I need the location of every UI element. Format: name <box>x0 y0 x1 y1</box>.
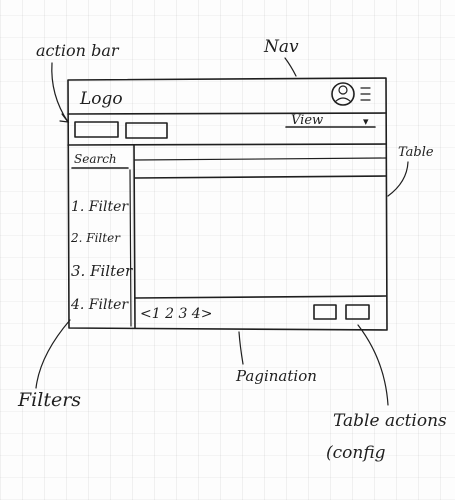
annotation-pagination: Pagination <box>235 367 317 385</box>
table-top-line <box>134 157 387 161</box>
sidebar-divider-double <box>129 169 132 327</box>
filter-item-1[interactable]: 1. Filter <box>71 199 129 215</box>
table-action-button-2[interactable] <box>345 304 370 320</box>
pagination-control[interactable]: <1 2 3 4> <box>140 306 212 322</box>
annotation-table-actions-arrow <box>357 324 389 406</box>
filter-item-3[interactable]: 3. Filter <box>71 262 133 280</box>
filter-item-2[interactable]: 2. Filter <box>70 231 121 245</box>
view-dropdown-label[interactable]: View <box>291 113 323 128</box>
user-avatar-icon[interactable] <box>331 82 355 106</box>
search-field[interactable]: Search <box>74 152 117 166</box>
table-header-divider <box>134 175 387 179</box>
nav-bar-divider <box>67 112 387 115</box>
action-button-1[interactable] <box>74 121 119 138</box>
action-button-2[interactable] <box>125 122 168 139</box>
annotation-action-bar-arrow <box>51 62 69 123</box>
annotation-table-arrow <box>387 161 409 197</box>
annotation-table: Table <box>398 145 434 160</box>
filter-item-4[interactable]: 4. Filter <box>70 297 129 313</box>
table-action-button-1[interactable] <box>313 304 337 320</box>
annotation-filters-arrow <box>35 319 71 389</box>
outer-frame <box>67 77 388 331</box>
view-dropdown-chevron[interactable]: ▾ <box>363 115 369 128</box>
action-bar-divider <box>67 143 387 146</box>
annotation-nav-arrow <box>284 57 297 77</box>
table-footer-divider <box>134 295 387 299</box>
annotation-pagination-arrow <box>238 331 244 365</box>
hamburger-menu-icon[interactable] <box>360 87 371 101</box>
annotation-table-actions: Table actions <box>333 411 447 431</box>
sidebar-divider <box>133 144 136 329</box>
annotation-action-bar: action bar <box>36 41 120 60</box>
annotation-filters: Filters <box>17 389 81 411</box>
annotation-nav: Nav <box>263 37 299 57</box>
nav-logo[interactable]: Logo <box>79 89 123 109</box>
annotation-table-actions-config: (config <box>326 443 386 463</box>
